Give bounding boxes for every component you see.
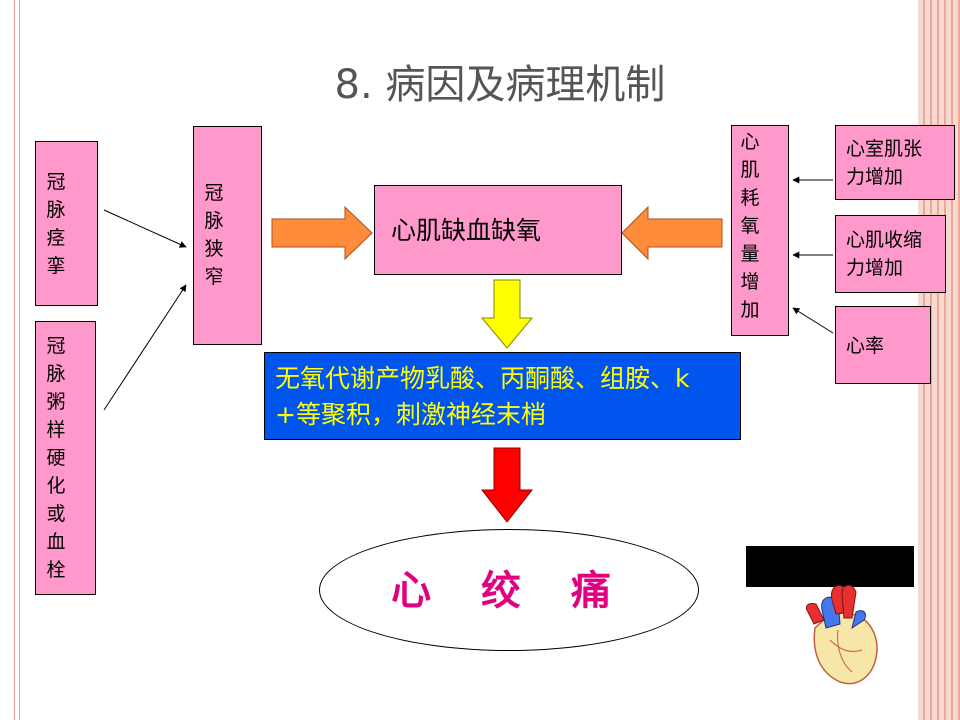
heart-illustration — [805, 585, 878, 685]
metabolites-label: 无氧代谢产物乳酸、丙酮酸、组胺、k+等聚积，刺激神经末梢 — [275, 364, 690, 429]
factor-box-heart-rate: 心率 — [835, 306, 931, 384]
factor-label-wall-tension: 心室肌张力增加 — [846, 138, 923, 188]
angina-ellipse: 心 绞 痛 — [319, 529, 699, 651]
arrow-heart-rate-to-consumption — [792, 307, 834, 334]
factor-box-contractility: 心肌收缩力增加 — [835, 215, 946, 293]
factor-box-wall-tension: 心室肌张力增加 — [835, 125, 955, 200]
arrow-spasm-to-stenosis — [103, 209, 187, 248]
yellow-arrow-down — [480, 279, 534, 349]
slide-title: 8. 病因及病理机制 — [334, 62, 666, 108]
cause-label-atherosclerosis: 冠脉粥样硬化或血栓 — [46, 335, 66, 581]
cause-box-atherosclerosis: 冠脉粥样硬化或血栓 — [35, 321, 96, 595]
metabolites-box: 无氧代谢产物乳酸、丙酮酸、组胺、k+等聚积，刺激神经末梢 — [264, 352, 741, 440]
ischemia-box: 心肌缺血缺氧 — [374, 185, 622, 275]
orange-arrow-right — [271, 205, 373, 261]
cause-label-spasm: 冠脉痉挛 — [46, 171, 66, 277]
angina-label: 心 绞 痛 — [391, 567, 629, 614]
left-frame-border — [14, 0, 20, 720]
factor-label-heart-rate: 心率 — [846, 335, 885, 357]
stenosis-label: 冠脉狭窄 — [204, 182, 224, 288]
orange-arrow-left — [621, 205, 723, 261]
oxygen-consumption-box: 心肌耗氧量增加 — [731, 125, 789, 336]
oxygen-consumption-label: 心肌耗氧量增加 — [740, 131, 760, 321]
cause-box-spasm: 冠脉痉挛 — [35, 141, 98, 306]
factor-label-contractility: 心肌收缩力增加 — [846, 229, 923, 279]
arrow-atherosclerosis-to-stenosis — [103, 284, 187, 411]
red-arrow-down — [480, 447, 534, 523]
black-bar — [746, 546, 914, 587]
ischemia-label: 心肌缺血缺氧 — [391, 216, 542, 245]
stenosis-box: 冠脉狭窄 — [193, 126, 262, 345]
